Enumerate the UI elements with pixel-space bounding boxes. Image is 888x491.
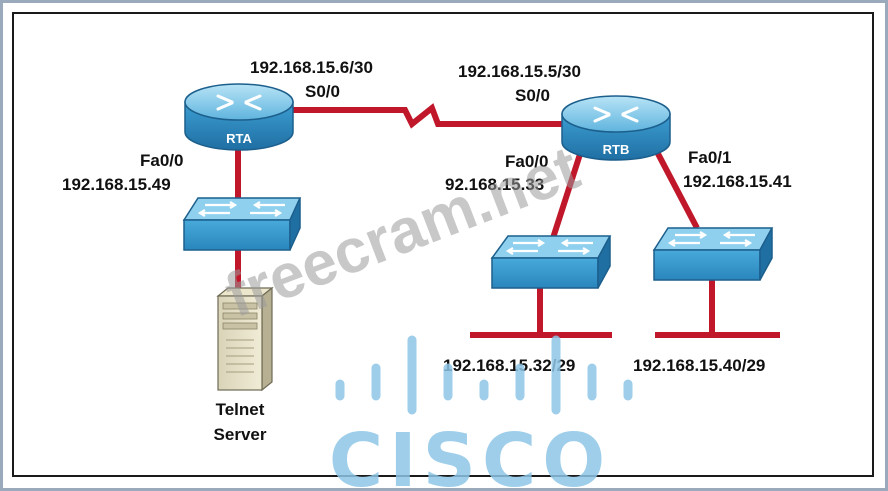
router-arrows-icon [216,94,262,111]
router-rtb: RTB [561,95,671,161]
router-rta-label: RTA [226,131,252,146]
rtb-serial-ip: 192.168.15.5/30 [458,62,581,81]
switch-arrows-icon [197,201,285,217]
lan2-subnet: 192.168.15.40/29 [633,356,765,375]
rta-fa00-ip: 192.168.15.49 [62,175,171,194]
switch-lan1 [490,235,612,289]
lan1-subnet: 192.168.15.32/29 [443,356,575,375]
cisco-logo: CISCO [329,335,633,491]
switch-arrows-icon [505,239,593,255]
rtb-serial-interface: S0/0 [515,86,550,105]
switch-lan2 [652,227,774,281]
router-arrows-icon [593,106,639,123]
rta-serial-ip: 192.168.15.6/30 [250,58,373,77]
rta-fa00-interface: Fa0/0 [140,151,183,170]
rtb-lan2-link [652,146,700,230]
switch-rta [182,197,302,251]
rtb-fa01-ip: 192.168.15.41 [683,172,792,191]
switch-arrows-icon [667,231,755,247]
serial-link [285,103,565,129]
server-label-line2: Server [214,425,267,444]
labels: 192.168.15.6/30 S0/0 192.168.15.5/30 S0/… [62,58,792,444]
cisco-wordmark: CISCO [329,418,611,491]
rtb-lan1-link [550,147,585,239]
rtb-fa00-interface: Fa0/0 [505,152,548,171]
rta-serial-interface: S0/0 [305,82,340,101]
links [235,103,780,338]
telnet-server-icon [216,286,274,392]
cisco-bars-icon [335,335,633,415]
router-rtb-label: RTB [603,142,630,157]
rtb-fa01-interface: Fa0/1 [688,148,731,167]
router-rta: RTA [184,83,294,151]
rtb-fa00-ip: 92.168.15.33 [445,175,544,194]
server-label-line1: Telnet [216,400,265,419]
